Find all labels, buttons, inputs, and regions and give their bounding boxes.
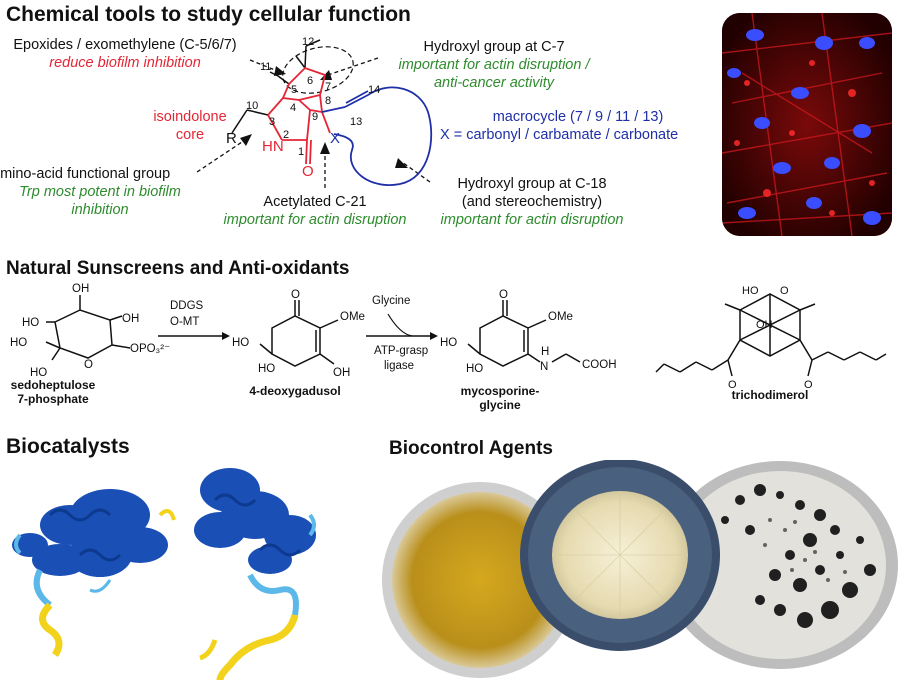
mycosporine-pathway: OH HO OH HO O OPO₃²⁻ HO DDGS O-MT O OMe …: [10, 283, 887, 391]
myg-n: N: [540, 361, 548, 373]
s7p-oh-right: OH: [122, 313, 139, 325]
c7-pointer: [324, 57, 379, 77]
enzyme-atp-grasp: ATP-grasp: [374, 345, 428, 357]
atom-label-2: 2: [283, 129, 289, 141]
petri-dishes: [382, 460, 898, 678]
s7p-ho-left2: HO: [10, 337, 27, 349]
label-glycine: glycine: [479, 398, 521, 412]
dg-ome: OMe: [340, 311, 365, 323]
atom-label-12: 12: [302, 36, 314, 48]
isoindolone-label-2: core: [175, 127, 205, 143]
section-title-chemical-tools: Chemical tools to study cellular functio…: [6, 3, 411, 26]
protein-structure-1: [12, 489, 176, 657]
amino-acid-note-1: Trp most potent in biofilm: [19, 184, 181, 200]
r-group-label: R: [226, 130, 237, 147]
s7p-ring-o: O: [84, 359, 93, 371]
myg-ho-lower: HO: [466, 363, 483, 375]
section-title-sunscreens: Natural Sunscreens and Anti-oxidants: [6, 258, 350, 279]
atom-label-7: 7: [325, 81, 331, 93]
hydroxyl-c7-note-1: important for actin disruption /: [398, 57, 590, 73]
acetylated-note: important for actin disruption: [223, 212, 407, 228]
x-definition-label: X = carbonyl / carbamate / carbonate: [440, 127, 679, 143]
tdm-o-right: O: [804, 379, 813, 391]
enzyme-omt: O-MT: [170, 316, 199, 328]
hydroxyl-c18-label-1: Hydroxyl group at C-18: [457, 176, 607, 192]
s7p-oh-top: OH: [72, 283, 89, 295]
epoxide-pointer: [249, 59, 281, 73]
atom-label-5: 5: [291, 84, 297, 96]
myg-h: H: [541, 346, 549, 358]
dg-ho-lower: HO: [258, 363, 275, 375]
dg-ho: HO: [232, 337, 249, 349]
hydroxyl-c7-label: Hydroxyl group at C-7: [423, 39, 565, 55]
hydroxyl-c18-label-2: (and stereochemistry): [461, 194, 603, 210]
section-title-biocontrol: Biocontrol Agents: [389, 438, 553, 459]
petri-dish-blue: [520, 460, 720, 651]
isoindolone-label-1: isoindolone: [153, 109, 227, 125]
amino-pointer: [196, 139, 246, 173]
atom-label-9: 9: [312, 111, 318, 123]
cell-micrograph: [722, 13, 892, 236]
atom-label-10: 10: [246, 100, 258, 112]
tdm-o-top: O: [780, 285, 789, 297]
label-mycosporine: mycosporine-: [460, 384, 540, 398]
myg-cooh: COOH: [582, 359, 617, 371]
label-trichodimerol: trichodimerol: [731, 388, 809, 402]
atom-label-1: 1: [298, 146, 304, 158]
myg-ome: OMe: [548, 311, 573, 323]
tdm-o-left: O: [728, 379, 737, 391]
tdm-ho: HO: [742, 285, 759, 297]
epoxides-label: Epoxides / exomethylene (C-5/6/7): [13, 37, 237, 53]
x-label: X: [330, 130, 340, 147]
cytochalasin-structure: 12 11 6 7 5 4 8 9 3 10 2 1 13 14 R HN O …: [196, 36, 433, 188]
macrocycle-label: macrocycle (7 / 9 / 11 / 13): [492, 109, 664, 125]
hn-label: HN: [262, 138, 284, 155]
acetylated-label: Acetylated C-21: [263, 194, 367, 210]
micrograph-image: [722, 13, 892, 236]
c18-pointer: [401, 161, 431, 183]
epoxides-note: reduce biofilm inhibition: [49, 55, 201, 71]
enzyme-ligase: ligase: [384, 360, 414, 372]
label-sedoheptulose: sedoheptulose: [10, 378, 96, 392]
dg-oh: OH: [333, 367, 350, 379]
label-7-phosphate: 7-phosphate: [17, 392, 89, 406]
atom-label-13: 13: [350, 116, 362, 128]
tdm-oh: OH: [756, 319, 773, 331]
enzyme-ddgs: DDGS: [170, 300, 204, 312]
petri-dish-black-colonies: [662, 461, 898, 669]
epoxide-region-ellipse: [282, 46, 354, 94]
hydroxyl-c18-note: important for actin disruption: [440, 212, 624, 228]
protein-structures: [12, 468, 316, 681]
dg-ketone-o: O: [291, 289, 300, 301]
section-title-biocatalysts: Biocatalysts: [6, 435, 130, 458]
s7p-phosphate: OPO₃²⁻: [130, 343, 170, 355]
myg-ketone-o: O: [499, 289, 508, 301]
atom-label-3: 3: [269, 116, 275, 128]
amino-acid-note-2: inhibition: [71, 202, 129, 218]
reagent-glycine: Glycine: [372, 295, 410, 307]
protein-structure-2: [194, 468, 316, 681]
carbonyl-o-label: O: [302, 163, 314, 180]
s7p-ho-left: HO: [22, 317, 39, 329]
hydroxyl-c7-note-2: anti-cancer activity: [433, 75, 555, 91]
myg-ho: HO: [440, 337, 457, 349]
atom-label-4: 4: [290, 102, 296, 114]
atom-label-14: 14: [368, 84, 380, 96]
amino-acid-label: amino-acid functional group: [0, 166, 171, 182]
atom-label-6: 6: [307, 75, 313, 87]
label-4-deoxygadusol: 4-deoxygadusol: [249, 384, 341, 398]
atom-label-8: 8: [325, 95, 331, 107]
s7p-ho-bottom: HO: [30, 367, 47, 379]
atom-label-11: 11: [260, 61, 271, 73]
